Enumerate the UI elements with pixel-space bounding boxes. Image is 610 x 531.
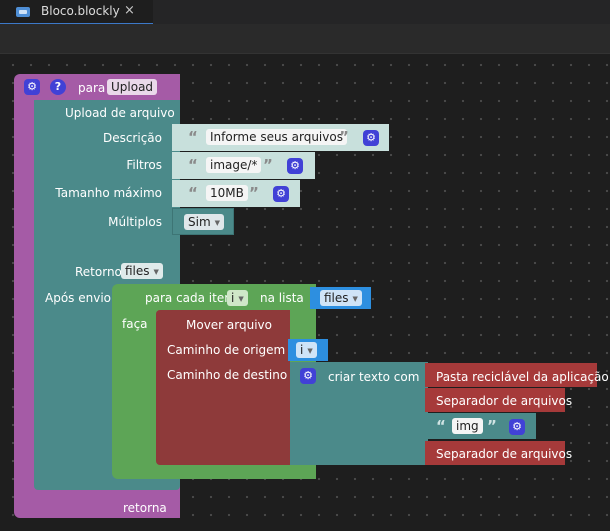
loop-var-dropdown[interactable]: i▼ [227,290,248,306]
quote-open-icon: “ [188,184,198,202]
filtros-input[interactable]: image/* [206,157,262,173]
blockly-file-icon [16,7,30,17]
chevron-down-icon: ▼ [214,218,221,227]
text-join-label: criar texto com [328,370,420,384]
descricao-input[interactable]: Informe seus arquivos [206,129,347,145]
chevron-down-icon: ▼ [238,294,244,303]
chevron-down-icon: ▼ [352,294,358,303]
upload-title: Upload de arquivo [65,106,175,120]
quote-close-icon: ” [487,417,497,435]
procedure-name-field[interactable]: Upload [107,79,158,95]
quote-close-icon: ” [263,156,273,174]
tab-bloco[interactable]: Bloco.blockly × [0,0,153,24]
quote-open-icon: “ [436,417,446,435]
multiplos-dropdown[interactable]: Sim▼ [184,214,225,230]
filtros-label: Filtros [126,158,162,172]
gear-icon[interactable]: ⚙ [273,186,289,202]
files-var-dropdown[interactable]: files▼ [320,290,362,306]
faca-label: faça [122,317,148,331]
gear-icon[interactable]: ⚙ [363,130,379,146]
blockly-workspace[interactable]: ⚙ ? para Upload Upload de arquivo Descri… [0,54,610,531]
tamanho-input[interactable]: 10MB [206,185,248,201]
loop-label: para cada item [145,291,236,305]
retorno-value: files [125,264,150,278]
multiplos-value: Sim [188,215,211,229]
apos-label: Após envio [45,291,111,305]
na-lista-label: na lista [260,291,304,305]
move-file-block[interactable] [156,310,290,465]
join-item-4-block[interactable] [425,441,565,465]
retorno-label: Retorno [75,265,122,279]
descricao-label: Descrição [102,131,162,145]
join-item-1: Pasta reciclável da aplicação [436,370,609,384]
origem-label: Caminho de origem [167,343,286,357]
origem-var-dropdown[interactable]: i▼ [296,342,317,358]
join-item-4: Separador de arquivos [436,447,573,461]
files-var-value: files [324,291,349,305]
join-item-3-input[interactable]: img [452,418,483,434]
destino-label: Caminho de destino [167,368,288,382]
help-icon[interactable]: ? [50,79,66,95]
gear-icon[interactable]: ⚙ [287,158,303,174]
quote-close-icon: ” [249,184,259,202]
join-item-2: Separador de arquivos [436,394,573,408]
retorno-dropdown[interactable]: files▼ [121,263,163,279]
gear-icon[interactable]: ⚙ [300,368,316,384]
multiplos-label: Múltiplos [108,215,162,229]
quote-close-icon: ” [339,128,349,146]
toolbar [0,24,610,54]
retorna-label: retorna [123,501,167,515]
join-item-2-block[interactable] [425,388,565,412]
gear-icon[interactable]: ⚙ [24,79,40,95]
chevron-down-icon: ▼ [307,346,313,355]
move-title: Mover arquivo [186,318,273,332]
quote-open-icon: “ [188,156,198,174]
join-item-1-block[interactable] [425,363,597,387]
tab-title: Bloco.blockly [41,4,120,18]
loop-var-value: i [231,291,235,305]
chevron-down-icon: ▼ [153,267,159,276]
tab-bar: Bloco.blockly × [0,0,610,24]
tamanho-label: Tamanho máximo [55,186,162,200]
close-icon[interactable]: × [124,3,135,18]
quote-open-icon: “ [188,128,198,146]
origem-var-value: i [300,343,304,357]
gear-icon[interactable]: ⚙ [509,419,525,435]
procedure-para-label: para [78,81,106,95]
